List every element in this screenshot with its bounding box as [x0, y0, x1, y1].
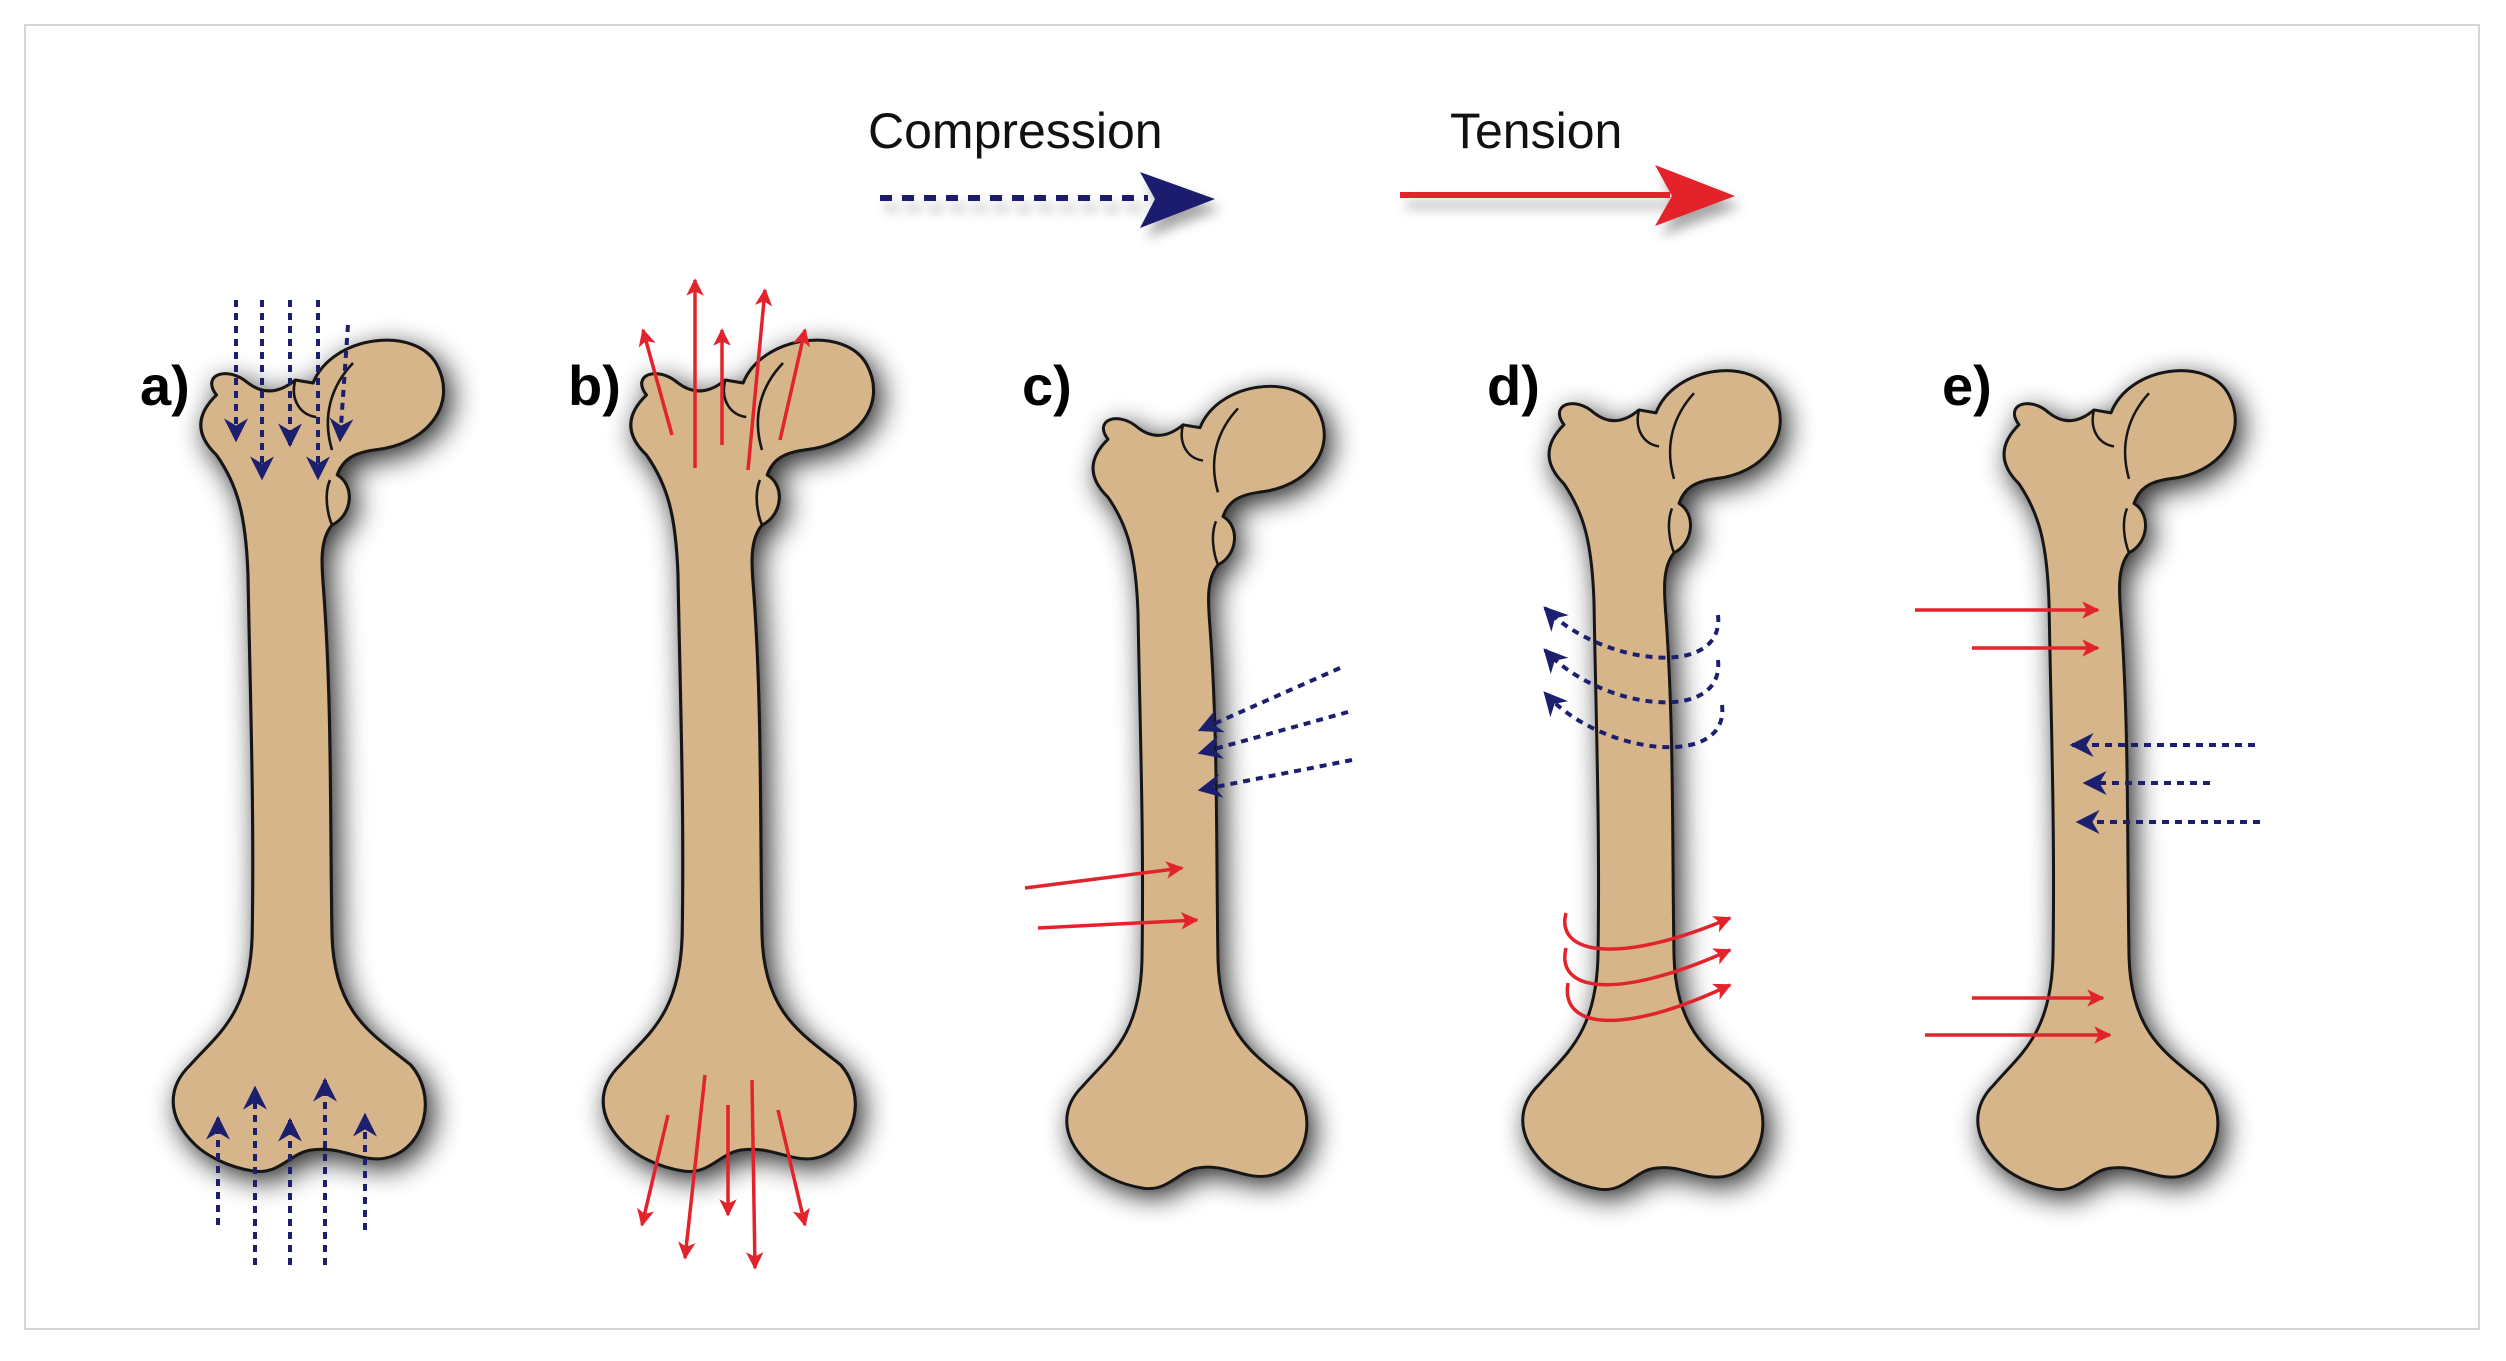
torsion-compression-arrows-d [1543, 606, 1725, 750]
panel-e-shear: e) [1915, 354, 2260, 1192]
legend-compression-label: Compression [868, 103, 1163, 159]
tension-arrows-b [637, 278, 811, 1270]
compression-arrows-a [206, 300, 377, 1265]
panel-c-bending: c) [1022, 354, 1353, 1191]
panel-label-c: c) [1022, 354, 1072, 417]
torsion-tension-arrows-d [1563, 912, 1732, 1023]
femur-d [1521, 369, 1782, 1192]
femur-c [1065, 384, 1326, 1191]
solid-arrow-icon [1400, 165, 1735, 226]
shear-compression-arrows-e [2069, 733, 2260, 834]
panel-b-tension: b) [568, 278, 876, 1270]
panel-d-torsion: d) [1487, 354, 1782, 1192]
legend-tension-label: Tension [1450, 103, 1622, 159]
femur-a [171, 338, 446, 1174]
femur-e [1976, 369, 2237, 1192]
femur-b [601, 338, 876, 1174]
figure-frame [24, 24, 2480, 1330]
panel-label-b: b) [568, 354, 621, 417]
shear-tension-arrows-e [1915, 601, 2112, 1044]
panel-a-compression: a) [140, 300, 446, 1265]
panel-label-a: a) [140, 354, 190, 417]
compression-arrows-c [1197, 666, 1353, 798]
panel-label-d: d) [1487, 354, 1540, 417]
panel-label-e: e) [1942, 354, 1992, 417]
legend: Compression Tension [868, 103, 1735, 228]
dotted-arrow-icon [880, 172, 1215, 228]
tension-arrows-c [1024, 861, 1199, 930]
